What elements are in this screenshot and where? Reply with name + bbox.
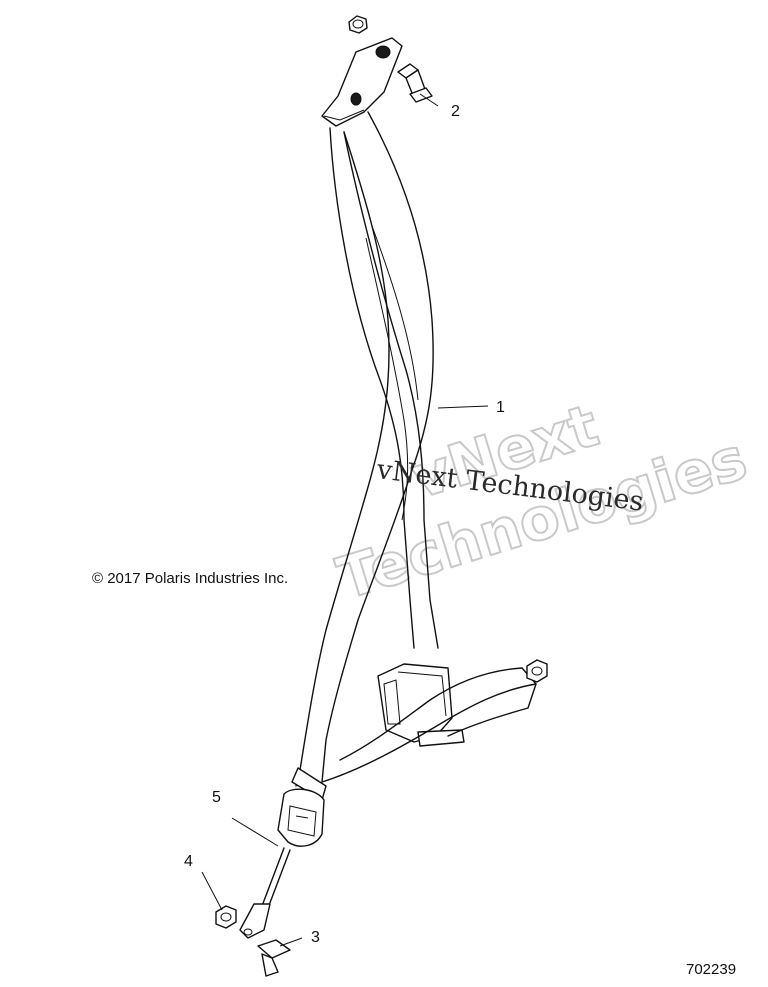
copyright-text: © 2017 Polaris Industries Inc. (92, 570, 288, 587)
callout-2: 2 (451, 103, 460, 120)
leader-lines (201, 93, 489, 947)
callout-5: 5 (212, 789, 221, 806)
lap-belt (321, 667, 537, 783)
belt-webbing (295, 111, 439, 787)
buckle-5 (239, 767, 327, 939)
callout-1: 1 (496, 399, 505, 416)
callout-4: 4 (184, 853, 193, 870)
bolt-3 (257, 939, 291, 977)
part-number: 702239 (686, 961, 736, 978)
upper-anchor-bracket (321, 37, 403, 127)
retractor (377, 663, 465, 747)
right-nut (526, 659, 548, 683)
nut-4 (215, 905, 237, 929)
anchor-bolt-2 (397, 63, 433, 103)
callout-3: 3 (311, 929, 320, 946)
top-nut (348, 15, 368, 34)
